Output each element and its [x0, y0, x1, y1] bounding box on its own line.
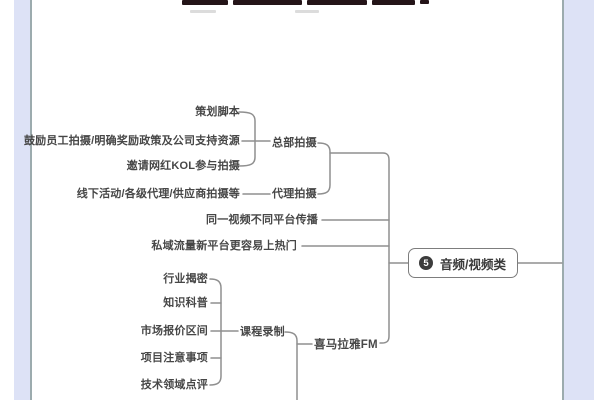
page-gutter-right	[564, 0, 594, 400]
topic-encourage-employees[interactable]: 鼓励员工拍摄/明确奖励政策及公司支持资源	[23, 135, 240, 147]
topic-invite-kol[interactable]: 邀请网红KOL参与拍摄	[126, 160, 240, 172]
number-badge-icon: 5	[419, 256, 433, 270]
page-edge-left	[30, 0, 32, 400]
topic-planning-script[interactable]: 策划脚本	[195, 106, 240, 118]
page-edge-right	[562, 0, 564, 400]
topic-tech-field-review[interactable]: 技术领域点评	[140, 379, 208, 391]
page-gutter-left	[14, 0, 30, 400]
topic-knowledge-popularization[interactable]: 知识科普	[163, 297, 208, 309]
topic-offline-activity[interactable]: 线下活动/各级代理/供应商拍摄等	[76, 188, 240, 200]
topic-hq-filming[interactable]: 总部拍摄	[272, 137, 317, 149]
topic-private-domain-traffic[interactable]: 私域流量新平台更容易上热门	[151, 240, 297, 252]
node-audio-video-category[interactable]: 5 音频/视频类	[408, 248, 518, 278]
topic-ximalaya-fm[interactable]: 喜马拉雅FM	[314, 339, 378, 351]
topic-market-price-range[interactable]: 市场报价区间	[140, 325, 208, 337]
topic-course-recording[interactable]: 课程录制	[240, 326, 285, 338]
node-audio-video-label: 音频/视频类	[440, 257, 506, 272]
topic-agent-filming[interactable]: 代理拍摄	[272, 188, 317, 200]
topic-same-video-multi-platform[interactable]: 同一视频不同平台传播	[206, 214, 318, 226]
topic-project-notes[interactable]: 项目注意事项	[140, 352, 208, 364]
topic-industry-secrets[interactable]: 行业揭密	[163, 273, 208, 285]
